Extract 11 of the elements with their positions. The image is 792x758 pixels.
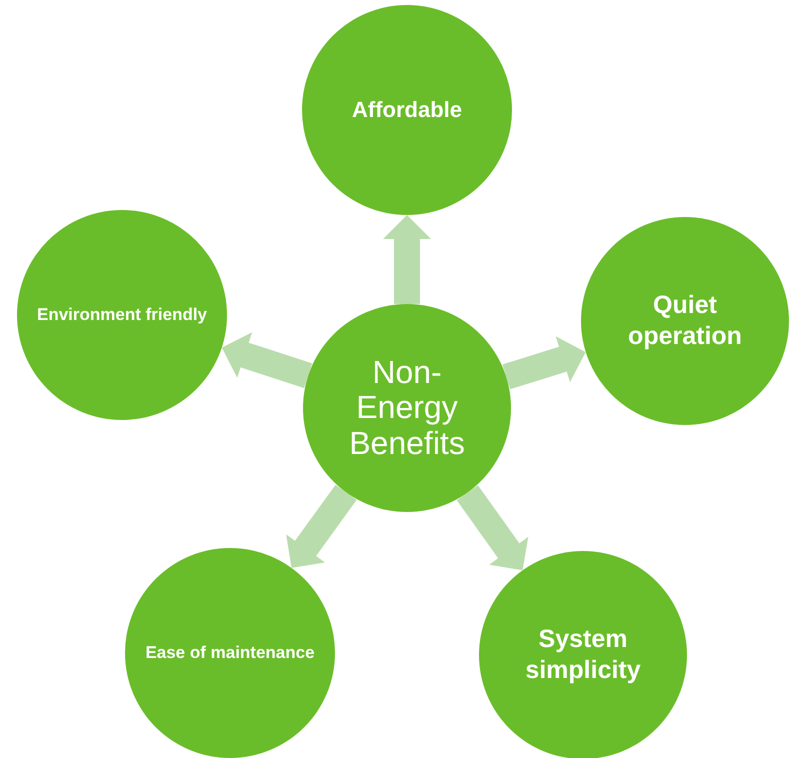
node-label: Ease of maintenance — [145, 642, 315, 664]
node-label: System simplicity — [524, 624, 642, 686]
block-arrow — [383, 215, 431, 304]
block-arrow — [222, 332, 312, 388]
node-label: Environment friendly — [36, 304, 208, 326]
node-label: Quiet operation — [627, 290, 743, 352]
block-arrow — [456, 485, 528, 570]
block-arrow — [286, 484, 357, 568]
block-arrow — [502, 336, 586, 390]
node-label: Affordable — [352, 96, 462, 124]
node-label: Non-Energy Benefits — [348, 355, 466, 461]
